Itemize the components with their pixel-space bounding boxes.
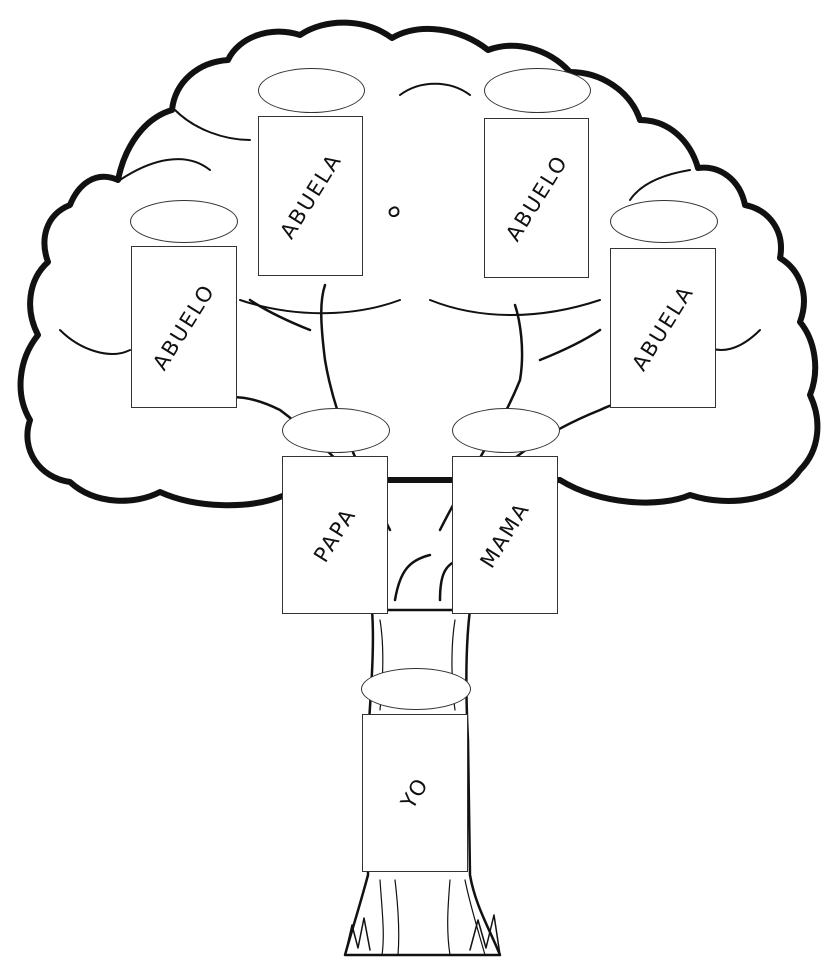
name-oval-mama[interactable] bbox=[452, 408, 560, 453]
card-label: ABUELO bbox=[148, 279, 220, 375]
name-oval-yo[interactable] bbox=[361, 668, 471, 710]
name-oval-abuela-maternal[interactable] bbox=[610, 200, 718, 243]
card-label: MAMA bbox=[475, 497, 535, 573]
card-mama[interactable]: MAMA bbox=[452, 456, 558, 614]
name-oval-abuela-paternal[interactable] bbox=[258, 68, 365, 113]
card-papa[interactable]: PAPA bbox=[282, 456, 388, 614]
card-yo[interactable]: YO bbox=[362, 714, 468, 872]
card-label: ABUELO bbox=[500, 150, 573, 246]
card-abuela-maternal[interactable]: ABUELA bbox=[610, 248, 716, 408]
trunk-texture bbox=[379, 619, 486, 956]
card-abuelo-maternal[interactable]: ABUELO bbox=[484, 118, 589, 278]
card-abuela-paternal[interactable]: ABUELA bbox=[258, 116, 363, 276]
tree-roots bbox=[344, 914, 501, 956]
name-oval-papa[interactable] bbox=[282, 408, 390, 453]
name-oval-abuelo-paternal[interactable] bbox=[130, 200, 238, 243]
card-label: ABUELA bbox=[627, 280, 699, 376]
card-label: ABUELA bbox=[274, 148, 347, 244]
card-label: YO bbox=[396, 772, 434, 814]
tree-branches bbox=[213, 283, 662, 602]
canopy-detail bbox=[59, 82, 761, 355]
card-abuelo-paternal[interactable]: ABUELO bbox=[131, 246, 237, 408]
name-oval-abuelo-maternal[interactable] bbox=[484, 68, 591, 113]
card-label: PAPA bbox=[309, 503, 361, 567]
